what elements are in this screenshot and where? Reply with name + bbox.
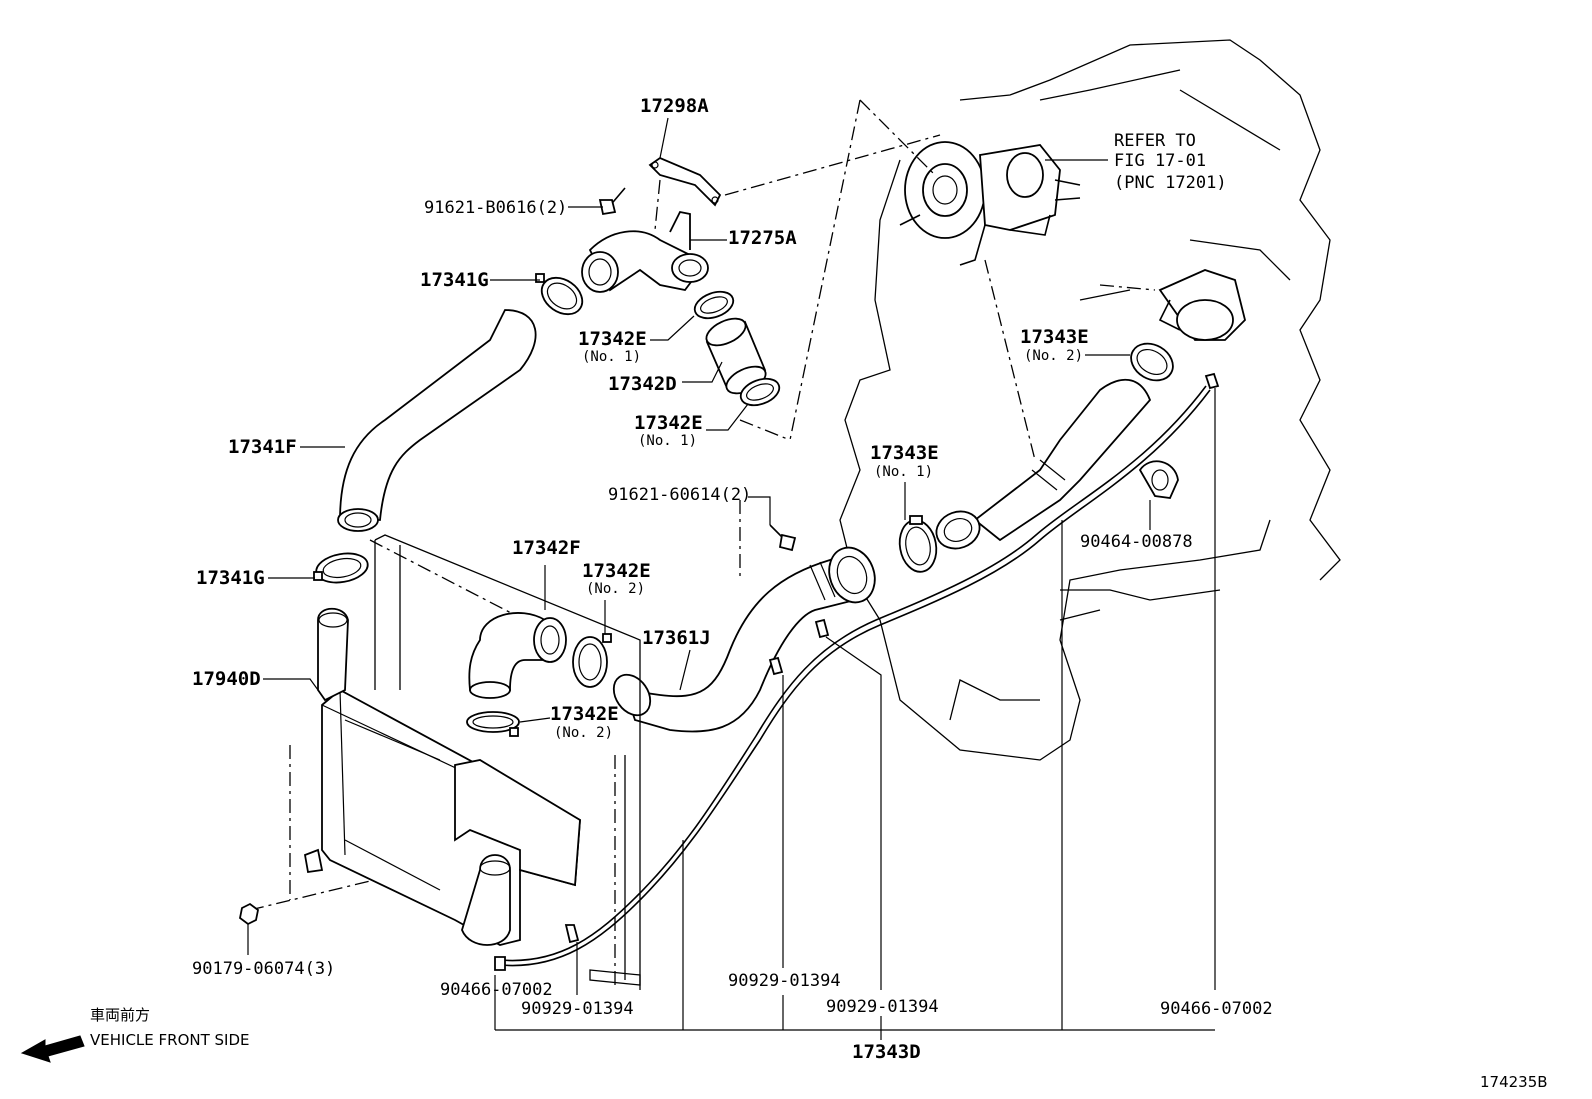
turbocharger: [899, 141, 1081, 266]
intercooler-17940d: [303, 607, 581, 946]
hose-17342d: [705, 317, 767, 395]
label-17342e-no1-bot: 17342E: [634, 412, 703, 434]
hose-17341f: [337, 309, 537, 532]
label-17343e-no2: 17343E: [1020, 326, 1089, 348]
label-90466-07002-right: 90466-07002: [1160, 999, 1273, 1019]
label-17342e-no2-b: 17342E: [550, 703, 619, 725]
label-17940d: 17940D: [192, 668, 261, 690]
label-17342e-no1-top-sub: (No. 1): [582, 349, 641, 365]
clip-90464-00878: [1138, 460, 1179, 499]
hose-17361j: [612, 546, 876, 733]
pipe-17275a: [581, 210, 709, 293]
elbow-17342f: [468, 612, 567, 699]
label-17341g-top: 17341G: [420, 269, 489, 291]
refer-to-note: REFER TO FIG 17-01 (PNC 17201): [1045, 131, 1227, 193]
label-17343e-no2-sub: (No. 2): [1024, 348, 1083, 364]
arrow-left-icon: [20, 1035, 85, 1063]
vacuum-hose-17343d: [494, 372, 1220, 971]
refer-line-1: REFER TO: [1114, 131, 1196, 151]
part-labels: 17298A 91621-B0616(2) 17275A 17341G 1734…: [192, 95, 1273, 1063]
label-17275a: 17275A: [728, 227, 797, 249]
bolt-91621-60614: [769, 524, 797, 552]
label-17342e-no2-a: 17342E: [582, 560, 651, 582]
label-91621-b0616: 91621-B0616(2): [424, 198, 567, 218]
radiator: [374, 534, 641, 990]
label-17342d: 17342D: [608, 373, 677, 395]
nut-90179-06074: [239, 902, 259, 926]
label-17342e-no2-b-sub: (No. 2): [554, 725, 613, 741]
clamp-17343e-no2: [1130, 342, 1174, 382]
label-17298a: 17298A: [640, 95, 709, 117]
label-17342e-no1-top: 17342E: [578, 328, 647, 350]
clamp-17341g-top: [535, 273, 584, 316]
label-90929-01394-b: 90929-01394: [728, 971, 841, 991]
direction-japanese: 車両前方: [90, 1006, 150, 1024]
clamp-17343e-no1: [898, 515, 938, 573]
label-17361j: 17361J: [642, 627, 711, 649]
bracket-17298a: [648, 156, 722, 207]
vehicle-front-indicator: 車両前方 VEHICLE FRONT SIDE: [90, 1006, 250, 1049]
direction-english: VEHICLE FRONT SIDE: [90, 1031, 250, 1049]
label-leader-lines: [247, 117, 1216, 1040]
refer-line-3: (PNC 17201): [1114, 173, 1227, 193]
label-17341g-mid: 17341G: [196, 567, 265, 589]
label-17343e-no1: 17343E: [870, 442, 939, 464]
label-91621-60614: 91621-60614(2): [608, 485, 751, 505]
refer-line-2: FIG 17-01: [1114, 151, 1206, 171]
clamp-17342e-no2-b: [466, 711, 520, 737]
clamp-17341g-mid: [313, 552, 369, 584]
label-17341f: 17341F: [228, 436, 297, 458]
bolt-91621-b0616: [598, 187, 626, 216]
label-17342f: 17342F: [512, 537, 581, 559]
clamp-17342e-no2-a: [572, 633, 612, 688]
label-90929-01394-a: 90929-01394: [521, 999, 634, 1019]
clamp-17342e-no1-top: [693, 290, 735, 320]
label-90179-06074: 90179-06074(3): [192, 959, 335, 979]
label-90464-00878: 90464-00878: [1080, 532, 1193, 552]
turbo-outlet-elbow: [1158, 269, 1246, 341]
clamp-17342e-no1-bot: [739, 377, 781, 407]
figure-id: 174235B: [1480, 1073, 1548, 1091]
label-17343e-no1-sub: (No. 1): [874, 464, 933, 480]
label-17342e-no2-a-sub: (No. 2): [586, 581, 645, 597]
label-17342e-no1-bot-sub: (No. 1): [638, 433, 697, 449]
hose-turbo-right: [935, 378, 1152, 550]
label-90929-01394-c: 90929-01394: [826, 997, 939, 1017]
label-17343d: 17343D: [852, 1041, 921, 1063]
engine-block-outline: [839, 39, 1341, 761]
label-90466-07002-left: 90466-07002: [440, 980, 553, 1000]
